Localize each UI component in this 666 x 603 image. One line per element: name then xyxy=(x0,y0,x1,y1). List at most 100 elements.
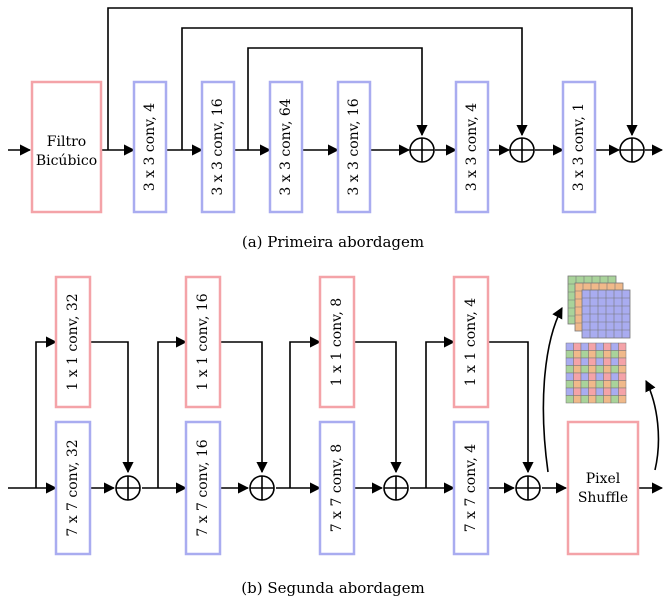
conv-block: 3 x 3 conv, 64 xyxy=(268,80,304,214)
mosaic-pixel xyxy=(595,342,604,351)
branch-merge-arrow xyxy=(488,341,534,474)
mosaic-pixel xyxy=(595,357,604,366)
mosaic-pixel xyxy=(580,350,589,359)
mosaic-pixel xyxy=(580,357,589,366)
mosaic-pixel xyxy=(580,380,589,389)
conv-block: 3 x 3 conv, 16 xyxy=(336,80,372,214)
conv-7x7-block: 7 x 7 conv, 8 xyxy=(318,420,356,556)
sum-node xyxy=(383,475,409,501)
mosaic-pixel xyxy=(618,380,627,389)
mosaic-pixel xyxy=(603,342,612,351)
conv-7x7-block-box xyxy=(54,420,92,556)
mosaic-pixel xyxy=(573,395,582,404)
curved-arrow-to-mosaic xyxy=(645,379,660,471)
mosaic-pixel xyxy=(565,350,574,359)
mosaic-pixel xyxy=(618,387,627,396)
conv-7x7-block-box xyxy=(318,420,356,556)
conv-1x1-block-box xyxy=(184,275,222,409)
sum-node xyxy=(619,137,645,163)
conv-7x7-block: 7 x 7 conv, 32 xyxy=(54,420,92,556)
mosaic-pixel xyxy=(595,387,604,396)
mosaic-pixel xyxy=(610,350,619,359)
mosaic-pixel xyxy=(573,372,582,381)
mosaic-pixel xyxy=(588,342,597,351)
mosaic-pixel xyxy=(610,372,619,381)
mosaic-pixel xyxy=(580,372,589,381)
sum-node xyxy=(515,475,541,501)
mosaic-pixel xyxy=(618,365,627,374)
conv-1x1-block-box xyxy=(54,275,92,409)
mosaic-pixel xyxy=(588,372,597,381)
mosaic-pixel xyxy=(603,372,612,381)
caption-a: (a) Primeira abordagem xyxy=(242,233,424,251)
mosaic-pixel xyxy=(610,357,619,366)
conv-1x1-block-label: 1 x 1 conv, 8 xyxy=(329,298,345,386)
skip-connection-middle xyxy=(181,27,528,150)
conv-1x1-block: 1 x 1 conv, 32 xyxy=(54,275,92,409)
mosaic-pixel xyxy=(603,380,612,389)
bicubic-filter-box xyxy=(30,80,103,214)
mosaic-pixel xyxy=(588,387,597,396)
mosaic-pixel xyxy=(580,387,589,396)
branch-merge-arrow xyxy=(354,341,402,474)
pixel-shuffle-box xyxy=(566,420,640,556)
conv-1x1-block-box xyxy=(452,275,490,409)
mosaic-pixel xyxy=(573,350,582,359)
conv-block-label: 3 x 3 conv, 1 xyxy=(571,103,587,191)
mosaic-pixel xyxy=(603,387,612,396)
mosaic-pixel xyxy=(565,387,574,396)
mosaic-pixel xyxy=(618,342,627,351)
mosaic-pixel xyxy=(610,387,619,396)
mosaic-pixel xyxy=(610,342,619,351)
sum-node xyxy=(509,137,535,163)
mosaic-pixel xyxy=(595,380,604,389)
conv-7x7-block-label: 7 x 7 conv, 4 xyxy=(463,444,479,532)
branch-arrow xyxy=(35,336,58,488)
sum-node xyxy=(249,475,275,501)
mosaic-pixel xyxy=(580,395,589,404)
sum-node xyxy=(115,475,141,501)
mosaic-pixel xyxy=(565,365,574,374)
branch-arrow xyxy=(157,336,188,488)
mosaic-pixel xyxy=(595,365,604,374)
mosaic-pixel xyxy=(610,380,619,389)
mosaic-pixel xyxy=(618,350,627,359)
mosaic-pixel xyxy=(618,372,627,381)
conv-1x1-block: 1 x 1 conv, 4 xyxy=(452,275,490,409)
conv-block-box xyxy=(561,80,597,214)
conv-7x7-block: 7 x 7 conv, 4 xyxy=(452,420,490,556)
mosaic-pixel xyxy=(603,365,612,374)
branch-merge-arrow xyxy=(220,341,268,474)
conv-block-box xyxy=(268,80,304,214)
feature-maps-illustration xyxy=(567,275,631,339)
mosaic-pixel xyxy=(618,395,627,404)
mosaic-pixel xyxy=(565,342,574,351)
conv-block-box xyxy=(200,80,236,214)
mosaic-pixel xyxy=(588,395,597,404)
conv-block-box xyxy=(336,80,372,214)
curved-arrow-to-feature-stack xyxy=(542,307,563,473)
mosaic-pixel xyxy=(603,357,612,366)
conv-7x7-block-label: 7 x 7 conv, 16 xyxy=(195,439,211,536)
conv-1x1-block-label: 1 x 1 conv, 32 xyxy=(65,293,81,390)
mosaic-pixel xyxy=(565,395,574,404)
mosaic-pixel xyxy=(573,380,582,389)
mosaic-pixel xyxy=(565,372,574,381)
mosaic-pixel xyxy=(610,365,619,374)
pixel-shuffle-label-line1: Pixel xyxy=(586,471,621,487)
conv-block-box xyxy=(454,80,490,214)
mosaic-pixel xyxy=(588,357,597,366)
conv-1x1-block-label: 1 x 1 conv, 16 xyxy=(195,293,211,390)
conv-7x7-block: 7 x 7 conv, 16 xyxy=(184,420,222,556)
mosaic-pixel xyxy=(603,350,612,359)
mosaic-pixel xyxy=(573,342,582,351)
diagram-b: 1 x 1 conv, 32 1 x 1 conv, 16 1 x 1 conv, … xyxy=(8,275,664,597)
mosaic-pixel xyxy=(603,395,612,404)
feature-map-layer xyxy=(581,289,631,339)
conv-block-label: 3 x 3 conv, 64 xyxy=(278,98,294,195)
mosaic-pixel xyxy=(565,357,574,366)
mosaic-pixel xyxy=(595,395,604,404)
mosaic-pixel xyxy=(580,342,589,351)
